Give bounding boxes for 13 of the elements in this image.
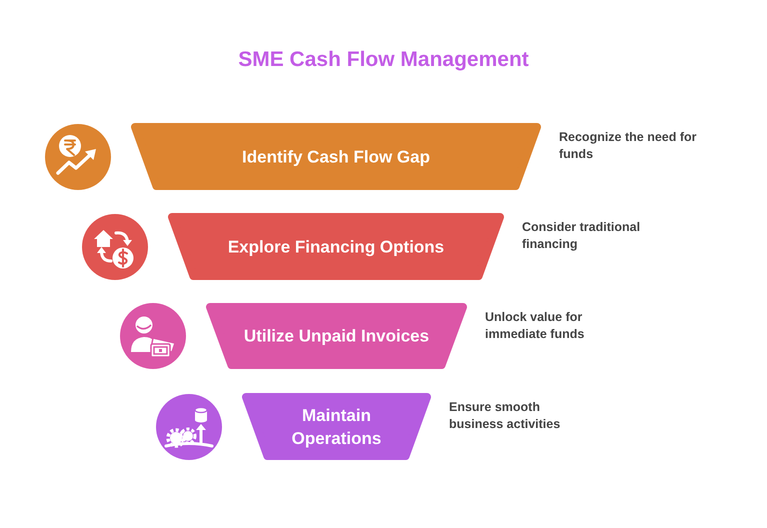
stage-label: Utilize Unpaid Invoices xyxy=(242,326,430,348)
stage-label: Maintain Operations xyxy=(290,404,382,450)
stage-description: Unlock value for immediate funds xyxy=(485,309,586,343)
funnel-stage xyxy=(131,123,541,190)
funnel-stage xyxy=(168,213,504,280)
stage-label: Identify Cash Flow Gap xyxy=(241,146,431,168)
stage-description: Consider traditional financing xyxy=(522,219,642,253)
funnel-stage xyxy=(206,303,467,369)
stage-label: Explore Financing Options xyxy=(226,236,446,258)
stage-description: Recognize the need for funds xyxy=(559,129,698,163)
funnel-stage xyxy=(242,393,431,460)
stage-description: Ensure smooth business activities xyxy=(449,399,562,433)
diagram-title: SME Cash Flow Management xyxy=(238,48,529,72)
